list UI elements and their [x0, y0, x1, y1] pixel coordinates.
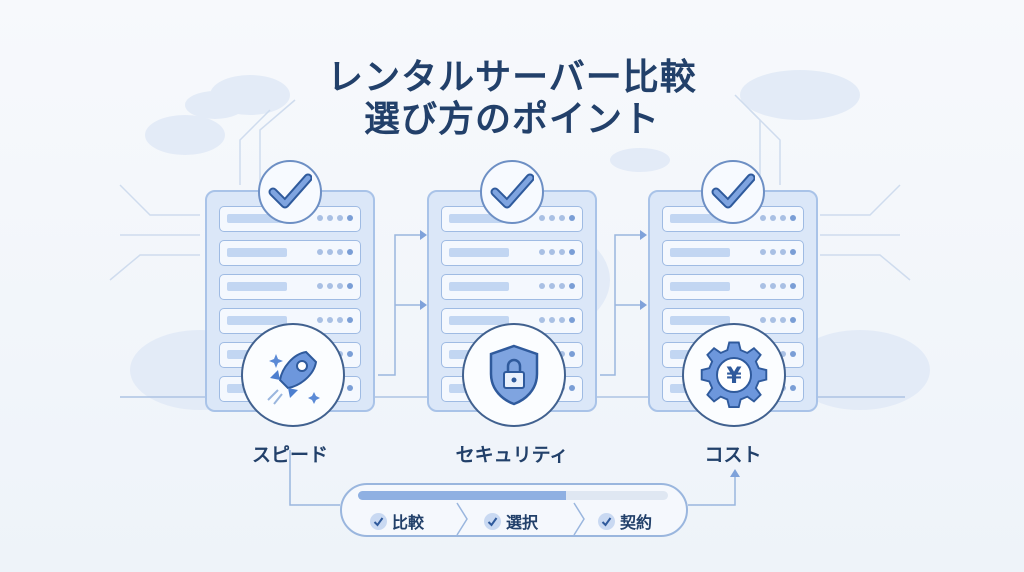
server-slot: [227, 248, 287, 257]
status-lights: [539, 317, 575, 323]
server-slot: [670, 214, 730, 223]
status-lights: [317, 249, 353, 255]
status-lights: [760, 249, 796, 255]
status-lights: [760, 317, 796, 323]
checkmark-icon: [701, 160, 765, 224]
status-lights: [539, 249, 575, 255]
status-lights: [539, 215, 575, 221]
connector-arrows: [289, 234, 736, 506]
server-unit: [219, 308, 361, 334]
step-label: 契約: [620, 513, 653, 532]
shield-lock-icon: [462, 323, 566, 427]
server-slot: [670, 248, 730, 257]
svg-text:¥: ¥: [726, 364, 742, 389]
server-slot: [449, 282, 509, 291]
checkmark-icon: [258, 160, 322, 224]
feature-label-speed: スピード: [251, 444, 328, 466]
step-compare: 比較: [370, 509, 424, 533]
step-label: 比較: [392, 513, 425, 532]
status-lights: [317, 317, 353, 323]
server-slot: [449, 316, 509, 325]
page-subtitle: 選び方のポイント: [363, 99, 660, 140]
server-slot: [449, 248, 509, 257]
check-icon: [484, 512, 501, 530]
server-slot: [449, 214, 509, 223]
check-icon: [370, 512, 387, 530]
server-unit: [219, 240, 361, 266]
step-label: 選択: [506, 513, 539, 532]
server-unit: [662, 274, 804, 300]
progress-steps: 比較 選択 契約: [340, 483, 688, 537]
server-unit: [662, 240, 804, 266]
step-contract: 契約: [598, 509, 652, 533]
check-icon: [598, 512, 615, 530]
server-unit: [441, 274, 583, 300]
page-title: レンタルサーバー比較: [327, 57, 697, 98]
server-unit: [441, 240, 583, 266]
server-slot: [227, 214, 287, 223]
checkmark-icon: [480, 160, 544, 224]
status-lights: [760, 215, 796, 221]
status-lights: [539, 283, 575, 289]
status-lights: [317, 283, 353, 289]
step-select: 選択: [484, 509, 538, 533]
rocket-icon: [241, 323, 345, 427]
server-slot: [670, 316, 730, 325]
server-slot: [227, 316, 287, 325]
feature-label-cost: コスト: [704, 444, 762, 466]
status-lights: [760, 283, 796, 289]
progress-fill: [358, 491, 566, 500]
server-slot: [670, 282, 730, 291]
status-lights: [317, 215, 353, 221]
feature-label-security: セキュリティ: [455, 444, 569, 466]
progress-bar: [358, 491, 668, 500]
yen-gear-icon: ¥: [682, 323, 786, 427]
server-slot: [227, 282, 287, 291]
server-unit: [219, 274, 361, 300]
circuit-lines: [109, 94, 911, 281]
